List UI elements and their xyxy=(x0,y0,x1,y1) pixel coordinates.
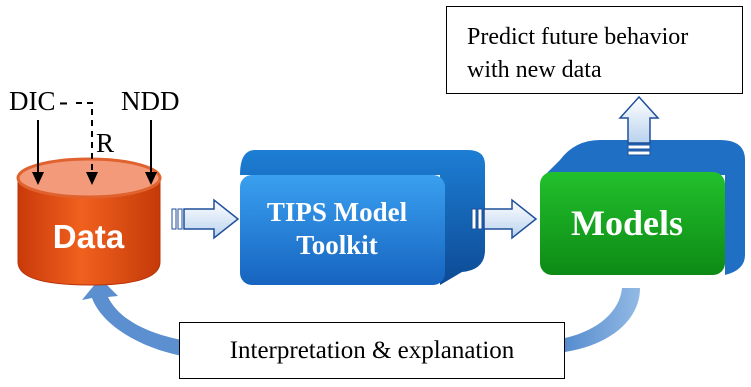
flow-arrow-data-to-tips xyxy=(171,198,240,240)
tips-toolkit-block xyxy=(240,150,485,285)
ndd-label: NDD xyxy=(121,86,180,116)
predict-text: Predict future behavior with new data xyxy=(467,21,688,87)
interpretation-box: Interpretation & explanation xyxy=(179,322,565,379)
models-block xyxy=(540,140,745,275)
predict-line1: Predict future behavior xyxy=(467,24,689,50)
predict-box: Predict future behavior with new data xyxy=(446,6,743,94)
dic-label: DIC xyxy=(9,86,56,116)
flow-arrow-models-to-predict xyxy=(618,95,660,156)
interpretation-label: Interpretation & explanation xyxy=(229,336,515,364)
data-label: Data xyxy=(52,218,125,255)
flow-arrow-tips-to-models xyxy=(471,198,538,240)
predict-line2: with new data xyxy=(467,57,602,83)
tips-label-line1: TIPS Model xyxy=(266,197,408,227)
models-label: Models xyxy=(571,203,683,243)
r-label: R xyxy=(96,128,115,158)
dic-dash: - xyxy=(59,86,68,116)
tips-label-line2: Toolkit xyxy=(296,230,378,260)
input-arrows xyxy=(32,102,157,185)
tips-label: TIPS Model Toolkit xyxy=(242,196,432,262)
feedback-arrow xyxy=(82,278,640,356)
